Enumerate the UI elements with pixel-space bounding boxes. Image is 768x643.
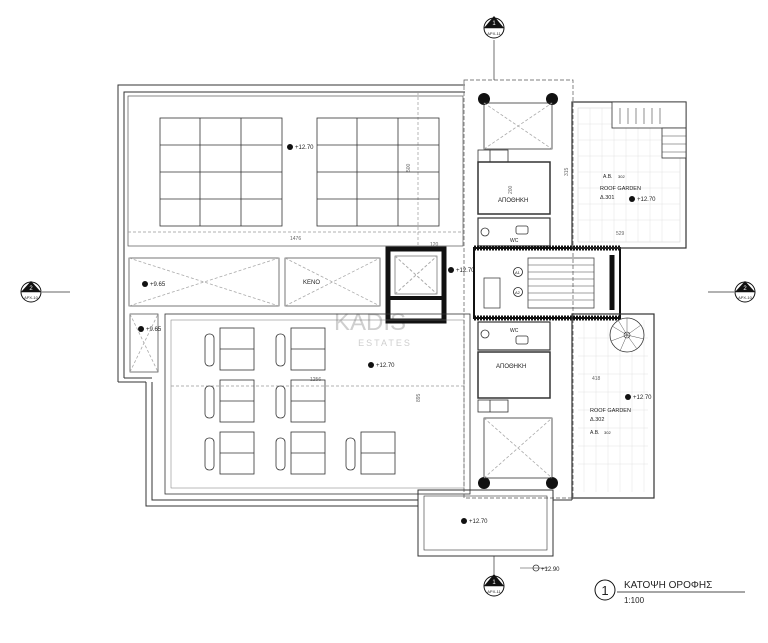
- lower-roof-area: [164, 313, 471, 495]
- level-garden-302: +12.70: [633, 395, 652, 401]
- dim-upper-width: 1476: [290, 236, 301, 242]
- section-top-ref: APX-11: [487, 31, 501, 36]
- section-left-ref: APX-10: [24, 295, 39, 300]
- garden-301-code: Δ.301: [600, 195, 614, 201]
- garden-302-ab-num: 302: [604, 430, 611, 435]
- dim-a: 120: [430, 242, 439, 248]
- level-lower-roof: +12.70: [376, 363, 395, 369]
- section-marker-left: [20, 281, 70, 303]
- solar-panels-lower: [204, 327, 396, 475]
- garden-301-ab-num: 302: [618, 174, 625, 179]
- storage-bottom-label: ΑΠΟΘΗΚΗ: [496, 364, 526, 370]
- storage-top-label: ΑΠΟΘΗΚΗ: [498, 198, 528, 204]
- section-marker-bottom: [483, 556, 505, 597]
- dim-lower-depth: 895: [416, 393, 422, 402]
- dim-garden-bottom: 418: [592, 376, 601, 382]
- section-marker-right: [708, 281, 756, 303]
- level-parapet: +12.90: [541, 567, 560, 573]
- level-upper-roof: +12.70: [295, 145, 314, 151]
- title-block: [594, 579, 745, 601]
- dim-lower-width: 1256: [310, 377, 321, 383]
- wc-top-label: WC: [510, 238, 519, 244]
- level-symbols: [138, 144, 635, 524]
- drawing-title: ΚΑΤΟΨΗ ΟΡΟΦΗΣ: [624, 580, 712, 591]
- dim-garden-top: 529: [616, 231, 625, 237]
- upper-roof-area: [127, 92, 464, 247]
- void-label: ΚΕΝΟ: [303, 280, 320, 286]
- dim-upper-depth: 500: [406, 163, 412, 172]
- bottom-balcony: [417, 318, 573, 557]
- section-right-number: 2: [743, 286, 747, 292]
- garden-302-ab: A.B.: [590, 430, 599, 436]
- upper-core-block: [477, 102, 553, 247]
- garden-301-ab: A.B.: [603, 174, 612, 180]
- garden-302-code: Δ.302: [590, 417, 604, 423]
- section-bottom-ref: APX-11: [487, 589, 501, 594]
- lower-core-block: [477, 321, 553, 479]
- stair-core: [473, 245, 621, 321]
- roof-garden-301: [571, 101, 687, 249]
- level-small: +9.65: [146, 327, 162, 333]
- section-left-number: 2: [29, 286, 33, 292]
- level-balcony: +12.70: [469, 519, 488, 525]
- solar-panels-right: [316, 117, 440, 227]
- dim-c: 315: [564, 167, 570, 176]
- solar-panels-left: [159, 117, 283, 227]
- void-band: [128, 257, 381, 373]
- section-bottom-number: 1: [492, 580, 496, 586]
- level-void: +9.65: [150, 282, 166, 288]
- columns: [478, 93, 558, 489]
- section-right-ref: APX-10: [738, 295, 753, 300]
- corridor-frame: [463, 79, 574, 499]
- drawing-scale: 1:100: [624, 596, 645, 605]
- garden-301-name: ROOF GARDEN: [600, 186, 641, 192]
- watermark-sub: ESTATES: [358, 338, 412, 348]
- dim-b: 200: [508, 185, 514, 194]
- core-marker-b: A2: [515, 290, 521, 295]
- level-garden-301: +12.70: [637, 197, 656, 203]
- building-outline: [117, 84, 465, 507]
- drawing-number: 1: [601, 583, 608, 598]
- roof-garden-302: [571, 313, 655, 499]
- section-top-number: 1: [492, 21, 496, 27]
- wc-bottom-label: WC: [510, 328, 519, 334]
- garden-302-name: ROOF GARDEN: [590, 408, 631, 414]
- core-marker-a: A1: [515, 270, 521, 275]
- central-core: [385, 246, 447, 324]
- level-core: +12.70: [456, 268, 475, 274]
- section-marker-top: [483, 16, 505, 80]
